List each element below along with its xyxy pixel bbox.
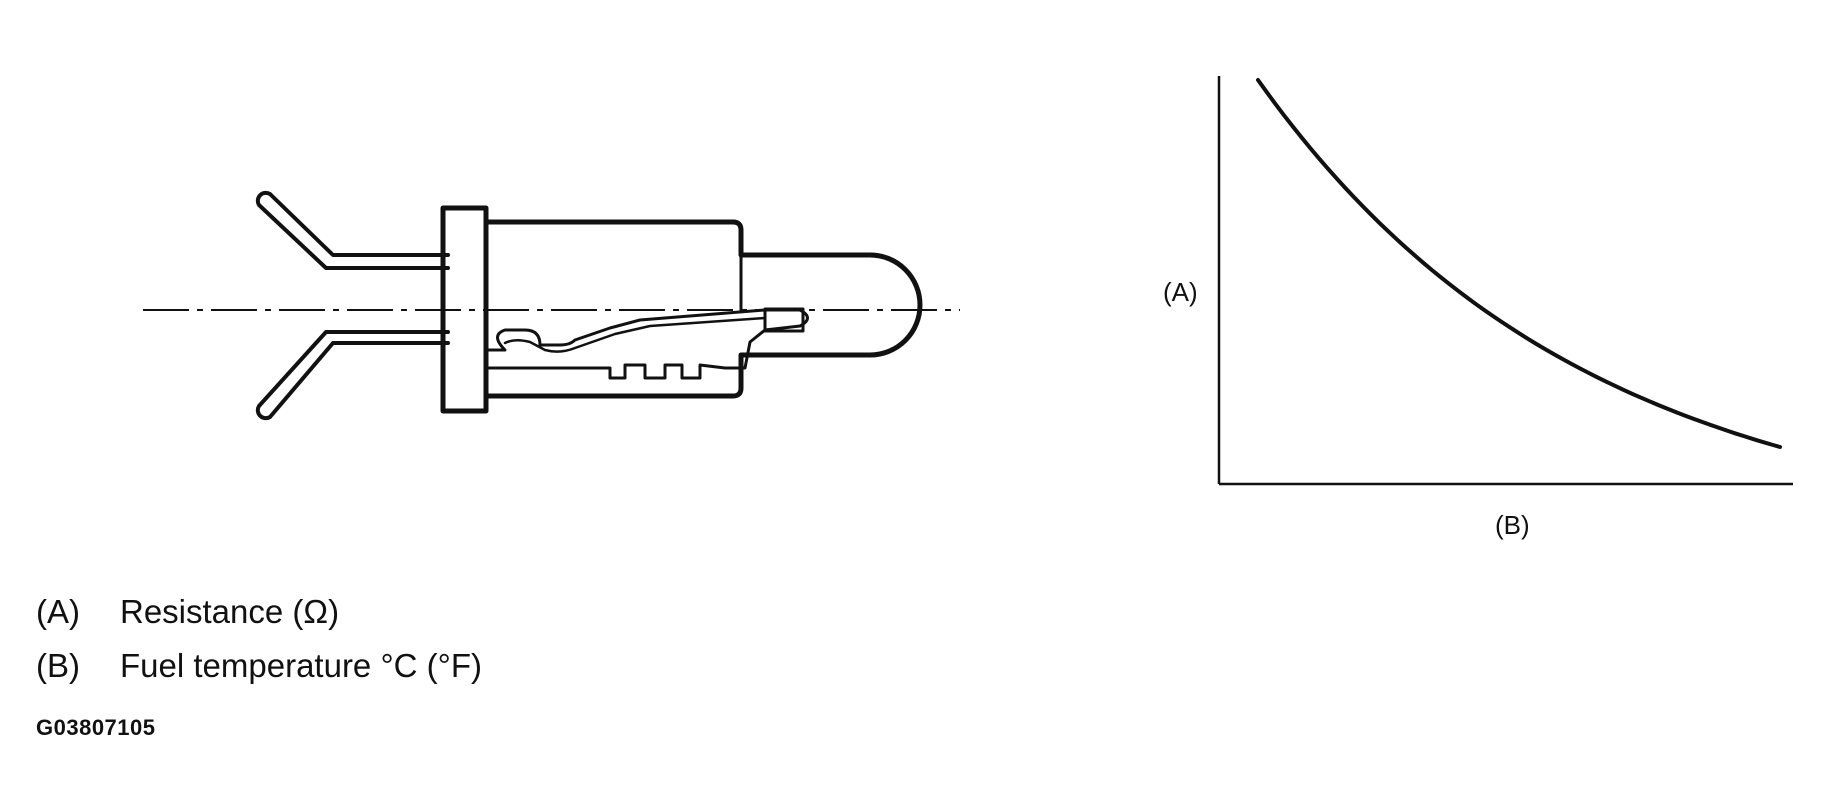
figure-id: G03807105 — [36, 715, 156, 740]
sensor-body — [483, 219, 923, 399]
legend: (A) Resistance (Ω) (B) Fuel temperature … — [36, 592, 482, 700]
legend-item-a: (A) Resistance (Ω) — [36, 592, 482, 646]
internal-element — [484, 308, 809, 380]
legend-text-b: Fuel temperature °C (°F) — [120, 647, 482, 684]
legend-key-b: (B) — [36, 647, 80, 684]
internal-wire — [503, 316, 767, 353]
sensor-flange — [440, 205, 489, 414]
fuel-temperature-sensor-drawing — [255, 190, 923, 421]
legend-text-a: Resistance (Ω) — [120, 593, 340, 630]
y-axis-tag: (A) — [1163, 277, 1198, 307]
lower-terminal-lead — [255, 330, 450, 421]
resistance-curve — [1256, 78, 1782, 449]
x-axis-tag: (B) — [1495, 510, 1530, 540]
legend-key-a: (A) — [36, 593, 80, 630]
legend-item-b: (B) Fuel temperature °C (°F) — [36, 646, 482, 700]
upper-terminal-lead — [255, 190, 450, 270]
resistance-graph — [1217, 76, 1793, 486]
